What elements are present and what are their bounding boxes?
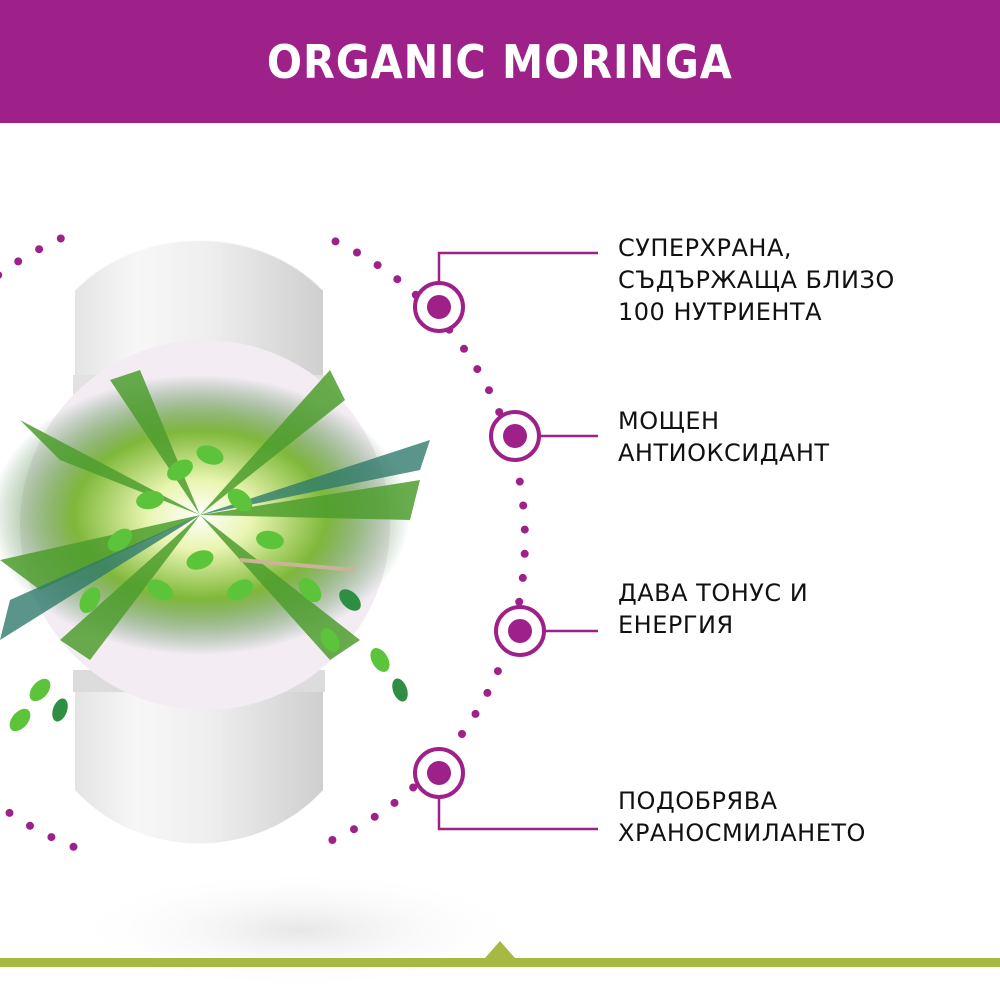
marker-3-icon xyxy=(494,605,546,657)
benefit-3: ДАВА ТОНУС И ЕНЕРГИЯ xyxy=(618,579,809,639)
ground-notch-icon xyxy=(485,941,515,958)
header-banner: ORGANIC MORINGA xyxy=(0,0,1000,123)
capsule-shadow xyxy=(70,870,530,990)
connector-lines xyxy=(437,251,598,831)
marker-2-icon xyxy=(489,410,541,462)
ground-line xyxy=(0,958,1000,967)
page-title: ORGANIC MORINGA xyxy=(267,34,733,89)
benefit-4: ПОДОБРЯВА ХРАНОСМИЛАНЕТО xyxy=(618,787,866,847)
moringa-leaves-burst-icon xyxy=(0,370,430,732)
benefit-1: СУПЕРХРАНА, СЪДЪРЖАЩА БЛИЗО 100 НУТРИЕНТ… xyxy=(618,234,895,326)
marker-4-icon xyxy=(413,747,465,799)
leaf-cluster xyxy=(9,445,390,732)
benefit-2: МОЩЕН АНТИОКСИДАНТ xyxy=(618,407,830,467)
marker-1-icon xyxy=(413,281,465,333)
